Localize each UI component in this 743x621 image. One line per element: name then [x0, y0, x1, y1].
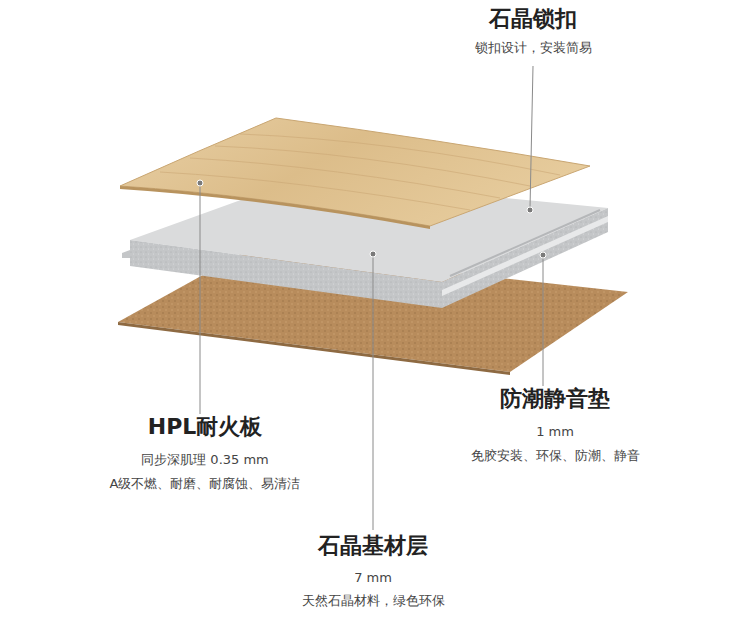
part-note: 天然石晶材料，绿色环保: [302, 593, 445, 609]
part-name: 石晶基材层: [318, 533, 428, 559]
board-front: [130, 240, 442, 308]
part-name: HPL耐火板: [148, 414, 263, 440]
part-note: A级不燃、耐磨、耐腐蚀、易清洁: [110, 476, 301, 492]
lock-ridge: [450, 210, 600, 276]
hpl-veneer: [120, 118, 590, 226]
board-side: [442, 208, 608, 308]
part-note: 锁扣设计，安装简易: [475, 40, 592, 56]
leader-dots: [197, 180, 546, 258]
part-note: 免胶安装、环保、防潮、静音: [471, 448, 640, 464]
cork-edge: [118, 322, 510, 375]
dimension: 1 mm: [536, 424, 574, 440]
part-note: 同步深肌理 0.35 mm: [141, 452, 269, 468]
part-name: 石晶锁扣: [489, 6, 577, 32]
wood-grain: [160, 134, 560, 210]
dimension: 7 mm: [354, 570, 392, 586]
lock-groove: [442, 216, 608, 296]
lock-tongue: [122, 250, 130, 258]
veneer-edge: [120, 186, 430, 229]
part-name: 防潮静音垫: [500, 386, 610, 412]
